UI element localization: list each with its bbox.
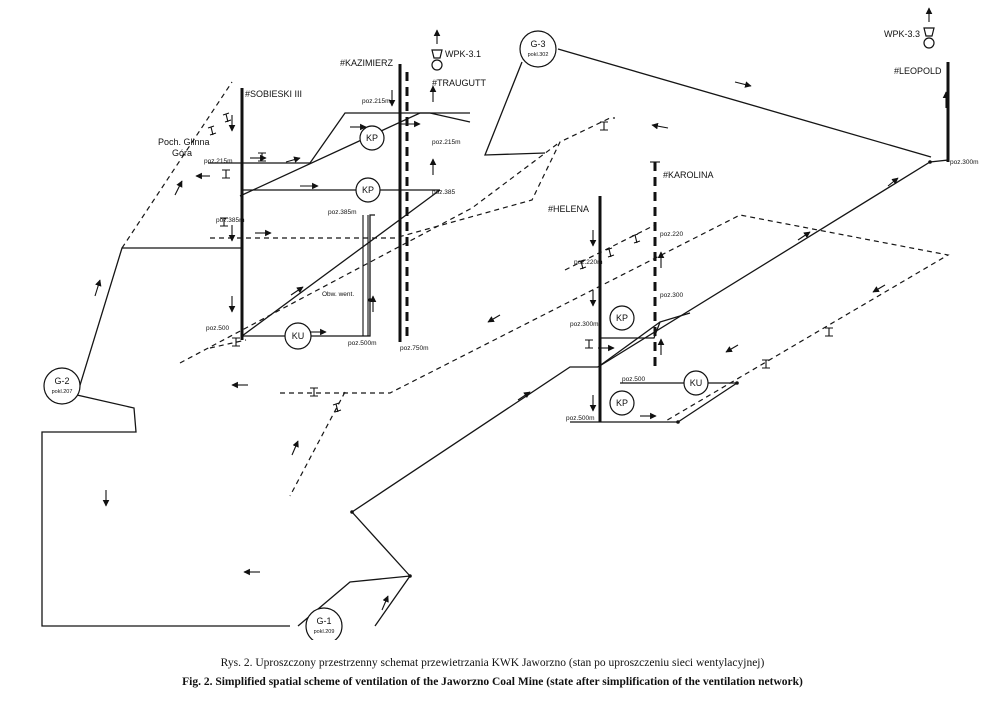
node-kp1-label: KP [366,133,378,143]
node-kp2-label: KP [362,185,374,195]
node-kp1: KP [359,125,385,151]
ventilation-diagram: KP KP KU KP KP KU G-1 pokl.209 G-2 pokl.… [41,7,979,640]
regulators [207,112,833,413]
level-label-9: poz.750m [400,345,429,352]
node-g3-label: G-3 [530,39,545,49]
level-215-west [208,112,471,164]
level-label-14: poz.500 [622,376,646,383]
level-label-5: poz.385m [328,209,357,216]
node-g2: G-2 pokl.207 [43,367,81,405]
northern-route [557,48,932,158]
airway-network [41,48,949,627]
g3-connector [484,61,546,156]
junction-dots [350,160,932,578]
shafts [240,62,950,422]
shaft-label-helena: #HELENA [548,204,589,214]
node-g3-sublabel: pokl.302 [528,52,549,58]
airflow-arrows [94,81,950,611]
node-g1: G-1 pokl.209 [305,607,343,640]
level-label-4: poz.385 [432,189,456,196]
node-ku1-label: KU [292,331,305,341]
fan-label-wpk33: WPK-3.3 [884,29,920,39]
level-label-10: poz.220m [574,259,603,266]
level-label-15: poz.500m [566,415,595,422]
helena-return [564,224,656,271]
return-airways [121,81,950,497]
level-label-7: poz.500 [206,325,230,332]
node-ku1: KU [284,322,312,350]
shaft-label-karolina: #KAROLINA [663,170,714,180]
place-label-gora: Góra [172,148,192,158]
level-label-12: poz.300 [660,292,684,299]
return-south [280,214,950,423]
lower-return [209,339,247,349]
caption-polish: Rys. 2. Uproszczony przestrzenny schemat… [220,657,765,669]
node-kp4-label: KP [616,398,628,408]
level-300-east [600,312,691,339]
shaft-label-kazimierz: #KAZIMIERZ [340,58,394,68]
eastern-route [597,88,949,368]
upper-diagonal [239,112,470,197]
level-label-13: poz.300m [570,321,599,328]
southern-route [351,366,598,577]
caption-english: Fig. 2. Simplified spatial scheme of ven… [182,676,803,688]
node-kp3-label: KP [616,313,628,323]
level-label-16: poz.300m [950,159,979,166]
g1-connector [297,575,412,627]
place-label-obw: Obw. went. [322,291,354,298]
return-upper [210,117,615,239]
level-label-11: poz.220 [660,231,684,238]
level-label-6: poz.385m [216,217,245,224]
node-kp2: KP [355,177,381,203]
node-g1-sublabel: pokl.209 [314,629,335,635]
node-g2-label: G-2 [54,376,69,386]
level-label-1: poz.215m [362,98,391,105]
level-label-3: poz.215m [204,158,233,165]
node-g3: G-3 pokl.302 [519,30,557,68]
place-label-glinna: Poch. Glinna [158,137,210,147]
node-ku2-label: KU [690,378,703,388]
glinna-return [121,81,233,249]
node-kp4: KP [609,390,635,416]
fan-wpk31 [431,29,443,71]
return-middle [179,141,561,364]
shaft-label-traugutt: #TRAUGUTT [432,78,487,88]
fan-wpk33 [923,7,935,49]
node-ku2: KU [683,370,709,396]
node-g1-label: G-1 [316,616,331,626]
level-label-8: poz.500m [348,340,377,347]
shaft-label-sobieski: #SOBIESKI III [245,89,302,99]
level-label-2: poz.215m [432,139,461,146]
east-lower-diag [597,321,661,368]
node-g2-sublabel: pokl.207 [52,389,73,395]
western-route [41,247,290,627]
fan-label-wpk31: WPK-3.1 [445,49,481,59]
shaft-label-leopold: #LEOPOLD [894,66,942,76]
node-kp3: KP [609,305,635,331]
south-dead-end [289,391,346,497]
